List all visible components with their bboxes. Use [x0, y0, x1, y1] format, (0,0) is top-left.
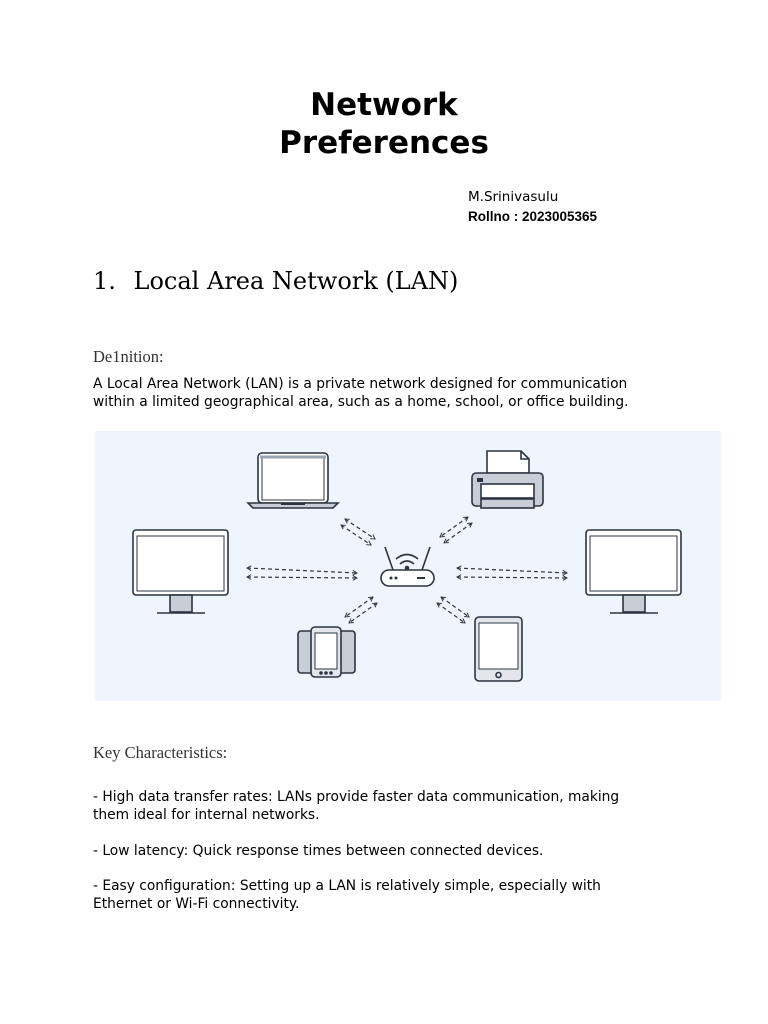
laptop-icon	[246, 452, 340, 509]
arrow-phones	[344, 596, 374, 618]
bullet-3-line-1: - Easy configuration: Setting up a LAN i…	[93, 878, 601, 894]
connection-arrows	[246, 516, 568, 624]
section-title: Local Area Network (LAN)	[133, 267, 459, 295]
definition-label: De1nition:	[93, 347, 164, 366]
desktop-icon-left	[132, 529, 229, 614]
arrow-printer-2	[443, 522, 473, 544]
arrow-left-desktop-2	[246, 574, 358, 581]
section-heading: 1. Local Area Network (LAN)	[93, 265, 458, 297]
definition-line-1: A Local Area Network (LAN) is a private …	[93, 376, 628, 392]
title-line-1: Network	[310, 87, 458, 123]
author-name: M.Srinivasulu	[468, 189, 559, 205]
bullet-3: - Easy configuration: Setting up a LAN i…	[93, 877, 683, 913]
router-icon	[380, 546, 435, 587]
arrow-laptop-2	[340, 524, 372, 546]
title-line-2: Preferences	[279, 125, 489, 161]
arrow-right-desktop-2	[456, 574, 568, 581]
key-characteristics-label: Key Characteristics:	[93, 743, 228, 762]
printer-icon	[471, 450, 544, 509]
desktop-icon-right	[585, 529, 682, 614]
arrow-tablet	[440, 596, 470, 618]
author-block: M.Srinivasulu Rollno : 2023005365	[468, 188, 597, 226]
arrow-right-desktop	[456, 565, 568, 576]
arrow-laptop	[344, 518, 376, 540]
definition-text: A Local Area Network (LAN) is a private …	[93, 375, 683, 411]
arrow-phones-2	[348, 602, 378, 624]
arrow-left-desktop	[246, 565, 358, 576]
tablet-icon	[474, 616, 523, 682]
bullet-2: - Low latency: Quick response times betw…	[93, 842, 683, 860]
lan-diagram	[95, 431, 721, 701]
document-title: Network Preferences	[0, 86, 768, 162]
roll-number: Rollno : 2023005365	[468, 209, 598, 224]
definition-line-2: within a limited geographical area, such…	[93, 394, 629, 410]
section-number: 1.	[93, 267, 116, 295]
lan-diagram-svg	[132, 450, 682, 682]
arrow-printer	[439, 516, 469, 538]
phones-icon	[297, 626, 356, 678]
bullet-2-line-1: - Low latency: Quick response times betw…	[93, 843, 544, 859]
arrow-tablet-2	[436, 602, 466, 624]
bullet-3-line-2: Ethernet or Wi-Fi connectivity.	[93, 896, 300, 912]
bullet-1-line-2: them ideal for internal networks.	[93, 807, 320, 823]
bullet-1: - High data transfer rates: LANs provide…	[93, 788, 683, 824]
bullet-1-line-1: - High data transfer rates: LANs provide…	[93, 789, 620, 805]
